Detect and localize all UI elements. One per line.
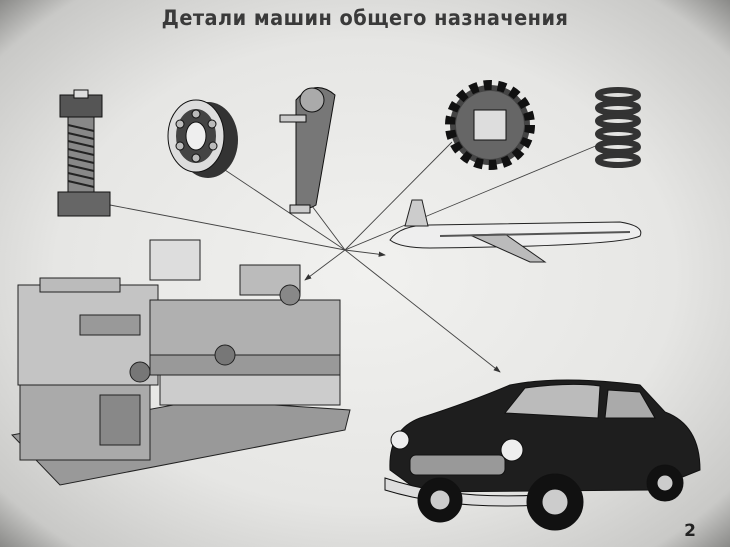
bearing-icon <box>167 99 238 178</box>
slide-title: Детали машин общего назначения <box>161 6 569 30</box>
page-number: 2 <box>684 521 696 541</box>
car-icon <box>384 379 701 531</box>
gear-icon <box>445 80 535 170</box>
spring-icon <box>595 87 641 168</box>
lathe-icon <box>10 239 351 486</box>
airplane-icon <box>389 199 642 263</box>
bolt-icon <box>57 89 111 217</box>
connector-lines <box>109 141 599 373</box>
crank-icon <box>279 87 336 214</box>
